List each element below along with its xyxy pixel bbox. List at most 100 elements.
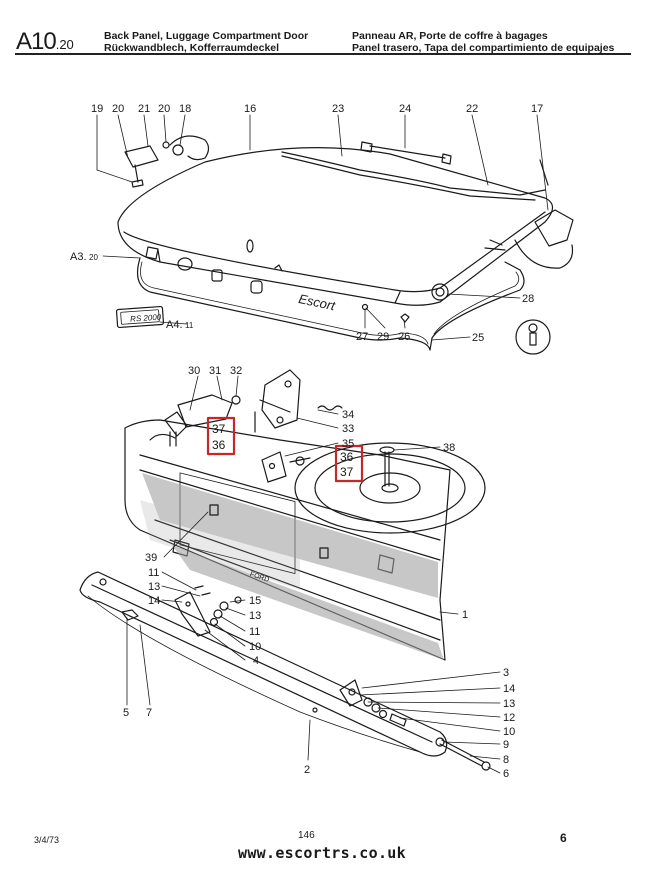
hinge-left [124, 135, 210, 188]
lock-assembly-17 [484, 209, 574, 269]
panel-screw-center [319, 547, 329, 559]
callout-19: 19 [91, 103, 103, 115]
torsion-bars [281, 141, 549, 201]
lid-plug [246, 239, 254, 253]
lid-letter-o [177, 257, 193, 271]
callout-13a: 13 [148, 581, 160, 593]
bumper-clip-5 [121, 609, 139, 621]
callout-39: 39 [145, 552, 157, 564]
callout-13c: 13 [503, 698, 515, 710]
callout-22: 22 [466, 103, 478, 115]
callout-32: 32 [230, 365, 242, 377]
callout-11b: 11 [249, 626, 260, 638]
lid-letter-f [145, 246, 159, 260]
footer-mark: 6 [560, 831, 567, 845]
callout-29: 29 [377, 331, 389, 343]
section-code-main: A10 [16, 28, 57, 55]
footer-page-number: 146 [298, 830, 315, 841]
callout-labels: 19 20 21 20 18 16 23 24 22 17 A3. 20 A4.… [70, 103, 543, 780]
callout-20a: 20 [112, 103, 124, 115]
callout-5: 5 [123, 707, 129, 719]
ref-a4: A4. [166, 319, 183, 331]
badge-text: RS 2000 [130, 312, 162, 323]
boot-lid [117, 147, 554, 306]
back-panel [124, 419, 451, 661]
clip-29 [361, 303, 369, 311]
box2-bottom-37: 37 [340, 465, 354, 479]
title-english: Back Panel, Luggage Compartment Door [104, 30, 309, 42]
callout-31: 31 [209, 365, 221, 377]
box1-bottom-36: 36 [212, 438, 226, 452]
box1-top-37: 37 [212, 422, 226, 436]
title-spanish: Panel trasero, Tapa del compartimiento d… [352, 42, 615, 54]
grommet-28 [431, 283, 449, 301]
bumper-bracket-left [174, 585, 211, 637]
callout-30: 30 [188, 365, 200, 377]
callout-16: 16 [244, 103, 256, 115]
callout-13b: 13 [249, 610, 261, 622]
lid-letter-d [250, 280, 263, 294]
box2-top-36: 36 [340, 450, 354, 464]
rs2000-badge [115, 305, 165, 329]
callout-3: 3 [503, 667, 509, 679]
callout-4: 4 [253, 655, 259, 667]
callout-24: 24 [399, 103, 411, 115]
section-code: A10.20 [16, 28, 74, 56]
callout-6: 6 [503, 768, 509, 780]
callout-2: 2 [304, 764, 310, 776]
callout-33: 33 [342, 423, 354, 435]
callout-17: 17 [531, 103, 543, 115]
header-rule [15, 53, 631, 55]
lid-letter-r [211, 269, 223, 282]
bumper [79, 571, 448, 757]
callout-18: 18 [179, 103, 191, 115]
ref-a3-sub: 20 [89, 253, 98, 262]
highlight-box-right [334, 444, 364, 483]
section-code-sub: .20 [55, 37, 74, 52]
callout-20b: 20 [158, 103, 170, 115]
callout-21: 21 [138, 103, 150, 115]
title-french: Panneau AR, Porte de coffre à bagages [352, 30, 548, 42]
key-detail-icon [515, 319, 551, 355]
callout-25: 25 [472, 332, 484, 344]
callout-23: 23 [332, 103, 344, 115]
callout-10a: 10 [249, 641, 261, 653]
latch-striker-32 [254, 369, 343, 433]
callout-10b: 10 [503, 726, 515, 738]
callout-11a: 11 [148, 567, 159, 579]
callout-34: 34 [342, 409, 354, 421]
callout-8: 8 [503, 754, 509, 766]
weatherstrip [137, 257, 525, 351]
lid-clip [274, 264, 283, 272]
callout-35: 35 [342, 438, 354, 450]
callout-14b: 14 [503, 683, 515, 695]
callout-1: 1 [462, 609, 468, 621]
callout-38: 38 [443, 442, 455, 454]
callout-15: 15 [249, 595, 261, 607]
leader-lines [96, 114, 549, 774]
escort-script: Escort [297, 291, 338, 314]
washer-stack-left [209, 596, 242, 627]
title-block-right: Panneau AR, Porte de coffre à bagages Pa… [352, 30, 614, 54]
latch-bracket-35 [261, 451, 311, 483]
footer-date: 3/4/73 [34, 835, 60, 845]
callout-28: 28 [522, 293, 534, 305]
highlight-box-left [206, 416, 236, 456]
callout-14a: 14 [148, 595, 160, 607]
title-block-left: Back Panel, Luggage Compartment Door Rüc… [104, 30, 308, 54]
fastener-26 [400, 313, 410, 323]
footer-website: www.escortrs.co.uk [238, 844, 406, 862]
wheel-clamp-38 [379, 446, 395, 487]
lock-cylinder-30 [164, 394, 241, 447]
callout-7: 7 [146, 707, 152, 719]
ref-a3: A3. [70, 251, 87, 263]
title-german: Rückwandblech, Kofferraumdeckel [104, 42, 280, 54]
ref-a4-sub: 11 [185, 321, 194, 330]
callout-26: 26 [398, 331, 410, 343]
callout-27: 27 [356, 331, 368, 343]
callout-9: 9 [503, 739, 509, 751]
panel-screw-39 [209, 504, 219, 516]
callout-12: 12 [503, 712, 515, 724]
panel-shading [140, 473, 444, 660]
